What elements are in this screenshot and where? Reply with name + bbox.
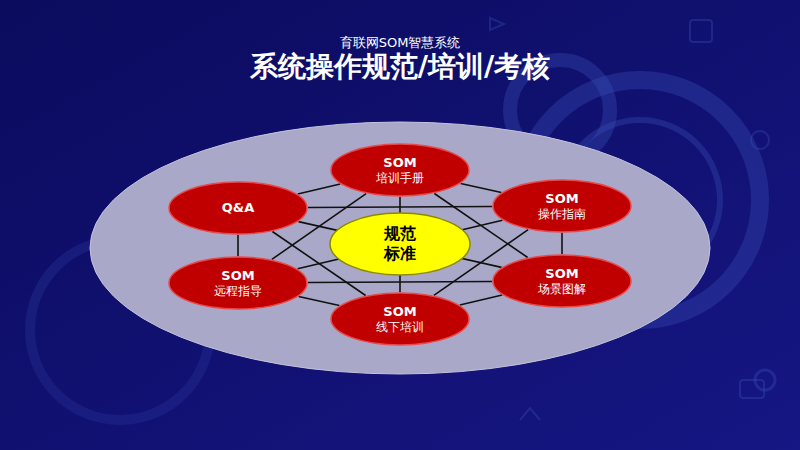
outer-ellipse: [90, 122, 710, 374]
module-title: SOM: [221, 268, 254, 284]
connector-line: [237, 235, 239, 256]
module-ellipse: SOM远程指导: [168, 256, 308, 310]
module-title: SOM: [383, 155, 416, 171]
module-ellipse: SOM场景图解: [492, 254, 632, 308]
connector-line: [461, 183, 502, 192]
module-label: 操作指南: [538, 207, 586, 221]
text-group: SOM培训手册: [330, 143, 470, 197]
core-ellipse-shape: [330, 213, 470, 275]
module-label: 培训手册: [376, 171, 424, 185]
module-ellipse-shape: [169, 257, 307, 309]
module-ellipse-shape: [493, 255, 631, 307]
text-group: SOM线下培训: [330, 292, 470, 346]
module-ellipse: SOM线下培训: [330, 292, 470, 346]
connector-line: [298, 220, 503, 269]
connector-line: [460, 295, 502, 305]
subtitle: 育联网SOM智慧系统: [0, 34, 800, 52]
module-title: SOM: [383, 304, 416, 320]
module-title: SOM: [545, 266, 578, 282]
core-ellipse: 规范 标准: [329, 212, 471, 276]
core-label: 规范 标准: [382, 224, 419, 264]
text-group: Q&A: [168, 181, 308, 235]
connector-line: [299, 296, 340, 305]
module-label: 线下培训: [376, 320, 424, 334]
module-ellipse-shape: [331, 293, 469, 345]
module-ellipse: SOM操作指南: [492, 179, 632, 233]
module-ellipse-shape: [493, 180, 631, 232]
text-group: 规范 标准: [329, 212, 471, 276]
connector-line: [308, 206, 492, 207]
title: 系统操作规范/培训/考核: [0, 50, 800, 84]
module-ellipse: SOM培训手册: [330, 143, 470, 197]
module-label: 场景图解: [538, 282, 586, 296]
text-group: SOM远程指导: [168, 256, 308, 310]
connector-line: [308, 281, 492, 282]
text-group: SOM场景图解: [492, 254, 632, 308]
module-title: SOM: [545, 191, 578, 207]
text-group: SOM操作指南: [492, 179, 632, 233]
module-label: 远程指导: [214, 284, 262, 298]
connector-line: [561, 233, 563, 254]
connector-line: [298, 184, 340, 194]
connector-line: [298, 222, 501, 268]
module-ellipse-shape: [331, 144, 469, 196]
module-ellipse-shape: [169, 182, 307, 234]
module-ellipse: Q&A: [168, 181, 308, 235]
module-title: Q&A: [222, 200, 254, 216]
